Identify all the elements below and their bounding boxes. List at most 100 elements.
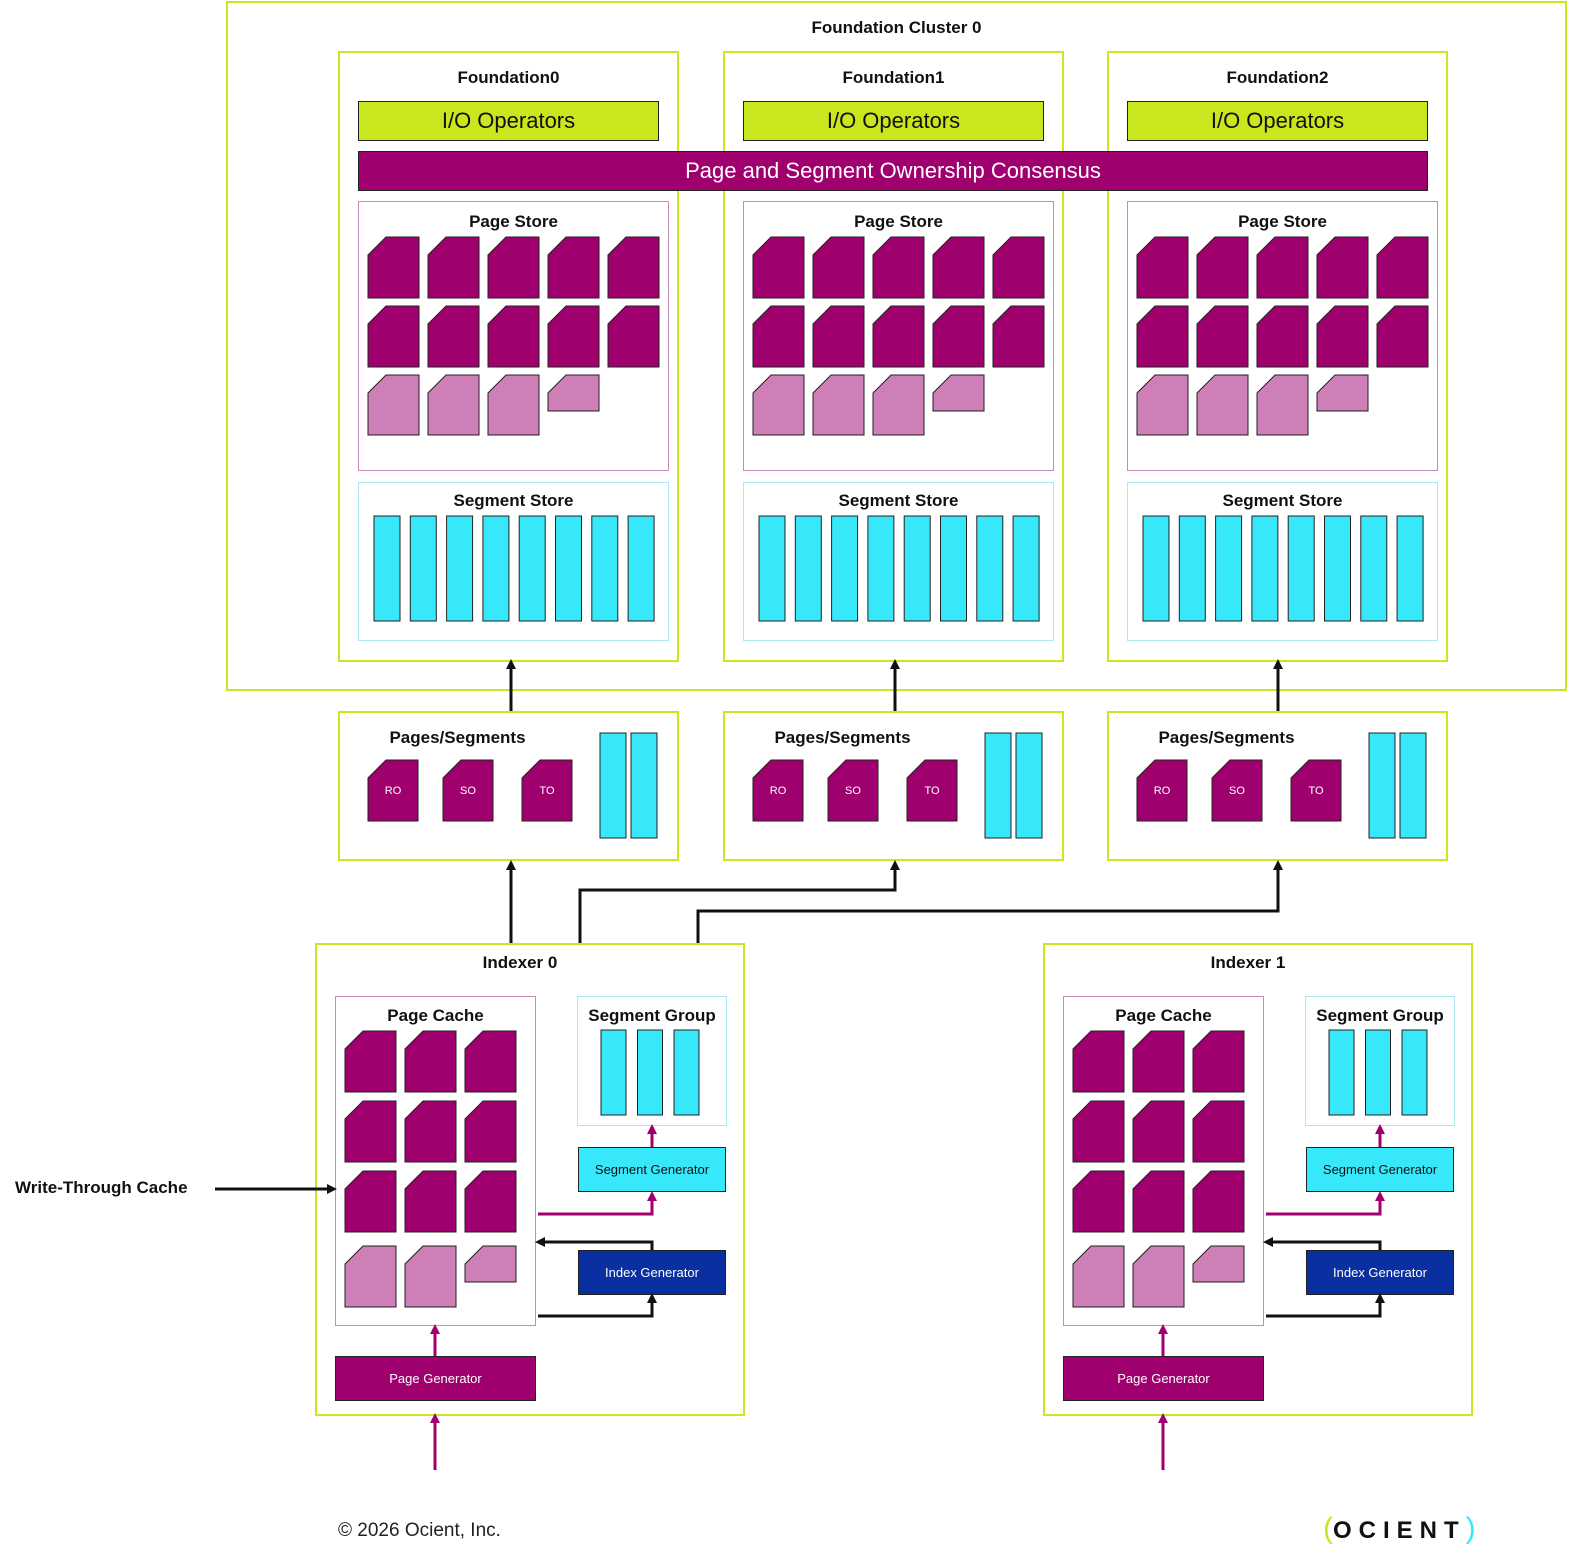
segment-bar bbox=[758, 515, 786, 622]
page-icon bbox=[547, 305, 600, 368]
page-icon bbox=[1192, 1030, 1245, 1093]
partial-page-icon bbox=[812, 374, 865, 436]
segment-bar bbox=[600, 1029, 627, 1116]
io-operators: I/O Operators bbox=[743, 101, 1044, 141]
ownership-consensus-bar: Page and Segment Ownership Consensus bbox=[358, 151, 1428, 191]
index-gen-input-arrow bbox=[1266, 1293, 1385, 1318]
copyright-text: © 2026 Ocient, Inc. bbox=[338, 1520, 501, 1541]
partial-page-icon bbox=[932, 374, 985, 412]
ownership-page-icon bbox=[827, 759, 879, 822]
partial-page-icon bbox=[872, 374, 925, 436]
page-owner-label: RO bbox=[1154, 785, 1171, 797]
partial-page-icon bbox=[404, 1245, 457, 1308]
page-icon bbox=[932, 305, 985, 368]
ownership-page-icon bbox=[906, 759, 958, 822]
segment-gen-input-arrow bbox=[1266, 1191, 1385, 1216]
page-icon bbox=[404, 1100, 457, 1163]
page-store: Page Store bbox=[743, 201, 1054, 471]
segment-bar bbox=[555, 515, 582, 622]
page-store: Page Store bbox=[358, 201, 669, 471]
page-icon bbox=[932, 236, 985, 299]
page-icon bbox=[752, 305, 805, 368]
segment-bar bbox=[1324, 515, 1351, 622]
page-icon bbox=[607, 305, 660, 368]
segment-bar bbox=[1251, 515, 1279, 622]
partial-page-icon bbox=[1072, 1245, 1125, 1308]
segment-bar bbox=[627, 515, 655, 622]
page-icon bbox=[404, 1170, 457, 1233]
page-icon bbox=[1072, 1170, 1125, 1233]
page-icon bbox=[1072, 1030, 1125, 1093]
page-cache-label: Page Cache bbox=[1115, 1006, 1212, 1025]
page-icon bbox=[1256, 236, 1309, 299]
page-icon bbox=[607, 236, 660, 299]
page-icon bbox=[367, 305, 420, 368]
segment-gen-input-arrow bbox=[538, 1191, 657, 1216]
page-store-label: Page Store bbox=[854, 212, 943, 231]
partial-page-icon bbox=[1192, 1245, 1245, 1283]
partial-page-icon bbox=[487, 374, 540, 436]
segment-bar bbox=[1012, 515, 1040, 622]
foundation-title: Foundation2 bbox=[1226, 68, 1329, 87]
partial-page-icon bbox=[427, 374, 480, 436]
ownership-page-icon bbox=[1290, 759, 1342, 822]
page-owner-label: SO bbox=[1229, 785, 1245, 797]
page-owner-label: TO bbox=[539, 785, 555, 797]
segment-bar bbox=[976, 515, 1004, 622]
page-icon bbox=[1192, 1170, 1245, 1233]
segment-bar bbox=[903, 515, 931, 622]
ownership-page-icon bbox=[521, 759, 573, 822]
segment-bar bbox=[1399, 732, 1427, 839]
segment-bar bbox=[1401, 1029, 1428, 1116]
segment-bar bbox=[984, 732, 1012, 839]
page-icon bbox=[464, 1030, 517, 1093]
logo-text: OCIENT bbox=[1333, 1517, 1466, 1544]
segment-store: Segment Store bbox=[358, 482, 669, 641]
ownership-page-icon bbox=[1136, 759, 1188, 822]
segment-bar bbox=[1015, 732, 1043, 839]
page-icon bbox=[464, 1100, 517, 1163]
foundation-title: Foundation1 bbox=[842, 68, 945, 87]
page-icon bbox=[992, 305, 1045, 368]
page-icon bbox=[1256, 305, 1309, 368]
page-icon bbox=[1136, 236, 1189, 299]
page-owner-label: RO bbox=[385, 785, 402, 797]
pages-segments-title: Pages/Segments bbox=[774, 728, 911, 747]
segment-bar bbox=[591, 515, 619, 622]
page-icon bbox=[1316, 236, 1369, 299]
partial-page-icon bbox=[752, 374, 805, 436]
page-icon bbox=[404, 1030, 457, 1093]
page-icon bbox=[1132, 1170, 1185, 1233]
partial-page-icon bbox=[1316, 374, 1369, 412]
index-gen-output-arrow bbox=[535, 1237, 654, 1250]
page-icon bbox=[1072, 1100, 1125, 1163]
page-icon bbox=[1376, 305, 1429, 368]
partial-page-icon bbox=[344, 1245, 397, 1308]
page-icon bbox=[1136, 305, 1189, 368]
pages-segments-title: Pages/Segments bbox=[1158, 728, 1295, 747]
pages-segments-title: Pages/Segments bbox=[389, 728, 526, 747]
foundation-title: Foundation0 bbox=[457, 68, 560, 87]
segment-bar bbox=[409, 515, 437, 622]
page-owner-label: TO bbox=[1308, 785, 1324, 797]
page-cache-label: Page Cache bbox=[387, 1006, 484, 1025]
partial-page-icon bbox=[547, 374, 600, 412]
page-icon bbox=[464, 1170, 517, 1233]
page-owner-label: RO bbox=[770, 785, 787, 797]
segment-bar bbox=[1178, 515, 1206, 622]
segment-bar bbox=[518, 515, 546, 622]
segment-store-label: Segment Store bbox=[453, 491, 574, 510]
page-icon bbox=[547, 236, 600, 299]
segment-bar bbox=[1365, 1029, 1391, 1116]
page-icon bbox=[1376, 236, 1429, 299]
segment-bar bbox=[1328, 1029, 1355, 1116]
segment-bar bbox=[1215, 515, 1243, 622]
page-icon bbox=[487, 236, 540, 299]
page-icon bbox=[344, 1100, 397, 1163]
page-icon bbox=[992, 236, 1045, 299]
index-gen-input-arrow bbox=[538, 1293, 657, 1318]
partial-page-icon bbox=[1196, 374, 1249, 436]
segment-bar bbox=[599, 732, 627, 839]
page-owner-label: TO bbox=[924, 785, 940, 797]
